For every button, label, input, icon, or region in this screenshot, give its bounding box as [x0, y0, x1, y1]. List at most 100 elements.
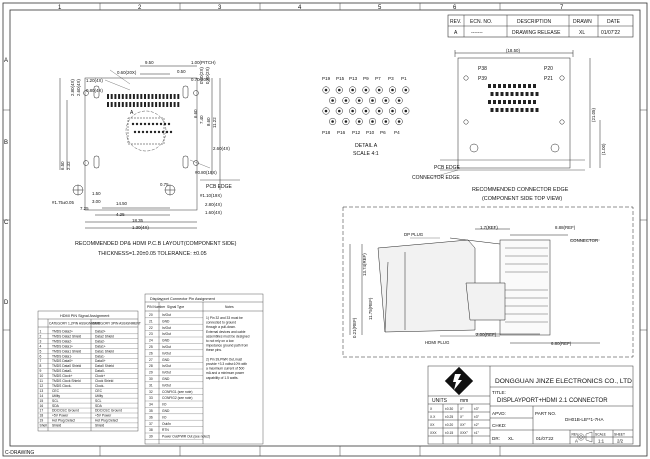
hdmi-table-cell: +5V Power: [95, 414, 112, 418]
tolerance-cell: X°: [460, 415, 464, 419]
edge-pad: [493, 100, 496, 104]
edge-p21: P21: [544, 76, 553, 82]
hdmi-table-cell: TMDS Data1-: [52, 354, 72, 358]
title-block: [427, 365, 634, 445]
detail-pad-core: [324, 88, 328, 92]
hdmi-table-cell: SDA: [95, 404, 103, 408]
hdmi-table-cell: Data2-: [95, 339, 105, 343]
dp-table-header-signal: Signal Type: [167, 305, 184, 309]
hdmi-table-cell: Hot Plug Detect: [52, 419, 75, 423]
dp-table-header-notes: Notes: [225, 305, 234, 309]
hdmi-pin-table: [37, 310, 139, 432]
edge-p38: P38: [478, 66, 487, 72]
tolerance-cell: X.X: [430, 415, 436, 419]
edge-width-label: (18.50): [506, 48, 520, 53]
zone-col-1: 1: [58, 5, 62, 11]
rev-value-desc: DRAWING RELEASE: [512, 30, 561, 36]
edge-pad: [493, 84, 496, 88]
hdmi-table-cell: Data1 Shield: [95, 349, 114, 353]
dp-table-cell: 31: [149, 383, 153, 387]
edge-pad: [523, 100, 526, 104]
hdmi-table-cell: TMDS Data1+: [52, 344, 73, 348]
dp-table-cell: 22: [149, 326, 153, 330]
detail-pad-core: [397, 99, 401, 102]
detail-pad-core: [344, 99, 348, 102]
pcb-pad: [162, 102, 165, 107]
pcb-pad: [110, 94, 113, 99]
edge-pad: [520, 108, 524, 112]
zone-rows: [3, 109, 647, 331]
zone-col-5: 5: [378, 5, 382, 11]
part-no-value: DH01B-LB**1-7HA: [565, 417, 604, 422]
dp-table-cell: 39: [149, 435, 153, 439]
dp-table-cell: RTN: [162, 428, 169, 432]
dim-1450: 18.35: [132, 218, 144, 223]
pcb-pad: [118, 102, 121, 107]
dp-table-cell: In/Out: [162, 383, 171, 387]
pcb-pad: [118, 94, 121, 99]
edge-pad: [518, 100, 521, 104]
rev-value-rev: A: [454, 30, 458, 36]
detail-pad: [355, 117, 363, 126]
connector-edge-view: [429, 50, 601, 179]
dp-note-line: mA and a minimum power: [206, 371, 245, 375]
dp-table-cell: GND: [162, 409, 170, 413]
dp-table-cell: 33: [149, 396, 153, 400]
hdmi-table-cell: Shield: [52, 424, 61, 428]
edge-pad: [503, 84, 506, 88]
detail-pad: [322, 107, 330, 115]
hdmi-table-cell: 2: [40, 334, 42, 338]
edge-pad: [503, 100, 506, 104]
detail-pad: [362, 107, 370, 115]
tolerance-cell: ±0.20: [445, 423, 453, 427]
hdmi-table-cell: 8: [40, 364, 42, 368]
detail-pad: [362, 86, 370, 94]
zone-row-c: C: [4, 220, 9, 226]
hdmi-table-cell: Data2+: [95, 330, 106, 334]
pcb-edge-label-right: PCB EDGE: [434, 165, 461, 171]
detail-pad-core: [331, 120, 334, 123]
dim-680-ref: 6.80(REF): [551, 341, 572, 346]
projection-symbol: [577, 431, 593, 443]
pcb-layout-view: [59, 65, 240, 229]
edge-pad: [488, 100, 491, 104]
detail-a-title: DETAIL A: [355, 143, 378, 149]
dim-160-bottom: 1.60(4X): [205, 210, 222, 215]
edge-pad: [490, 108, 494, 112]
pcb-pad: [132, 94, 135, 99]
edge-side-2105: (21.05): [591, 108, 596, 122]
detail-pad-core: [391, 109, 394, 113]
dim-1122: 11.22: [212, 117, 217, 128]
hdmi-table-cell: Utility: [52, 394, 60, 398]
hdmi-table-cell: 12: [40, 384, 44, 388]
dp-note-line: these pins.: [206, 348, 222, 352]
dp-table-cell: Power Out/PWR Out (see note2): [162, 435, 210, 439]
tolerance-cell: XX: [430, 423, 435, 427]
tolerance-cell: X: [430, 407, 433, 411]
pcb-hole: [165, 130, 169, 134]
detail-top-pin-2: P13: [349, 76, 358, 81]
pcb-hole: [155, 122, 159, 126]
part-no-label: PART NO.: [535, 411, 556, 416]
pcb-hole: [169, 130, 173, 134]
dp-table-cell: In/Out: [162, 313, 171, 317]
pcb-pad: [121, 94, 124, 99]
hdmi-table-cell: Data1+: [95, 344, 106, 348]
dim-1374-ref: 13.74(REF): [362, 253, 367, 276]
detail-pad-core: [404, 88, 408, 92]
dim-17-ref: 1.7(REF): [480, 225, 498, 230]
tolerance-cell: ±3°: [474, 407, 480, 411]
pcb-hole: [139, 122, 143, 126]
dp-note-line: capability of 1.5 watts.: [206, 376, 239, 380]
dim-200-ref: 2.00(REF): [476, 332, 497, 337]
hdmi-table-cell: 4: [40, 344, 42, 348]
edge-pad: [500, 92, 504, 96]
dp-table-cell: GND: [162, 319, 170, 323]
detail-pad-core: [384, 99, 388, 102]
edge-p39: P39: [478, 76, 487, 82]
hdmi-table-cell: +5V Power: [52, 414, 69, 418]
side-view: [342, 206, 634, 358]
hdmi-table-cell: SCL: [52, 399, 59, 403]
inner-border: [9, 9, 641, 447]
detail-pad-core: [404, 109, 408, 113]
